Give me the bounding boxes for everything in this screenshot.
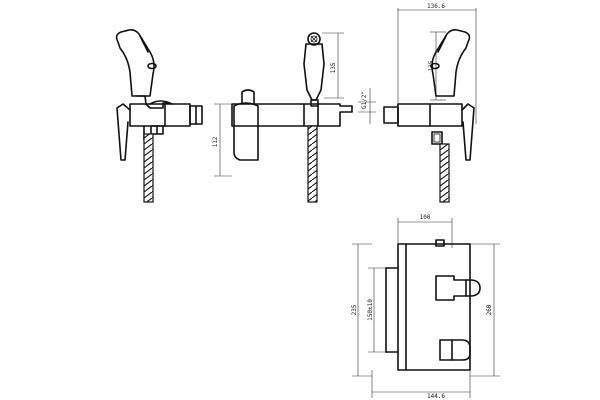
top-connector xyxy=(435,239,445,247)
right-connector xyxy=(431,131,443,145)
front-head-dimension: 135 xyxy=(330,62,337,73)
top-center-dimension: 150±10 xyxy=(367,299,374,321)
side-view xyxy=(115,29,203,203)
right-outlet xyxy=(383,106,399,124)
right-lever xyxy=(461,103,475,161)
top-right-height-dimension: 260 xyxy=(486,304,493,315)
side-head-button xyxy=(147,62,157,70)
side-lever xyxy=(116,103,131,161)
side-holder xyxy=(136,95,171,109)
top-width-dimension: 100 xyxy=(420,214,431,221)
front-thread-dimension: G1/2" xyxy=(361,91,368,109)
top-bottom-dimension: 144.6 xyxy=(427,393,445,400)
front-hose xyxy=(307,125,318,203)
side-height-dimension: 112 xyxy=(212,136,219,147)
front-view: 135 G1/2" 112 xyxy=(212,32,376,203)
top-holder xyxy=(435,275,481,301)
side-spray-head xyxy=(115,29,155,97)
front-spray-head xyxy=(303,43,325,101)
right-width-dimension: 136.6 xyxy=(427,3,445,10)
front-spray-nozzle xyxy=(307,32,321,46)
top-mixer-body xyxy=(397,243,471,371)
top-left-height-dimension: 235 xyxy=(351,304,358,315)
front-mixer-body xyxy=(231,103,353,127)
top-lever xyxy=(439,339,471,361)
right-spray-head xyxy=(431,29,471,97)
side-hose xyxy=(143,133,154,203)
front-lever xyxy=(233,102,259,161)
top-view: 100 235 150±10 260 144.6 xyxy=(351,214,500,400)
right-hose xyxy=(439,143,450,203)
right-view: 136.6 135 xyxy=(383,3,477,203)
